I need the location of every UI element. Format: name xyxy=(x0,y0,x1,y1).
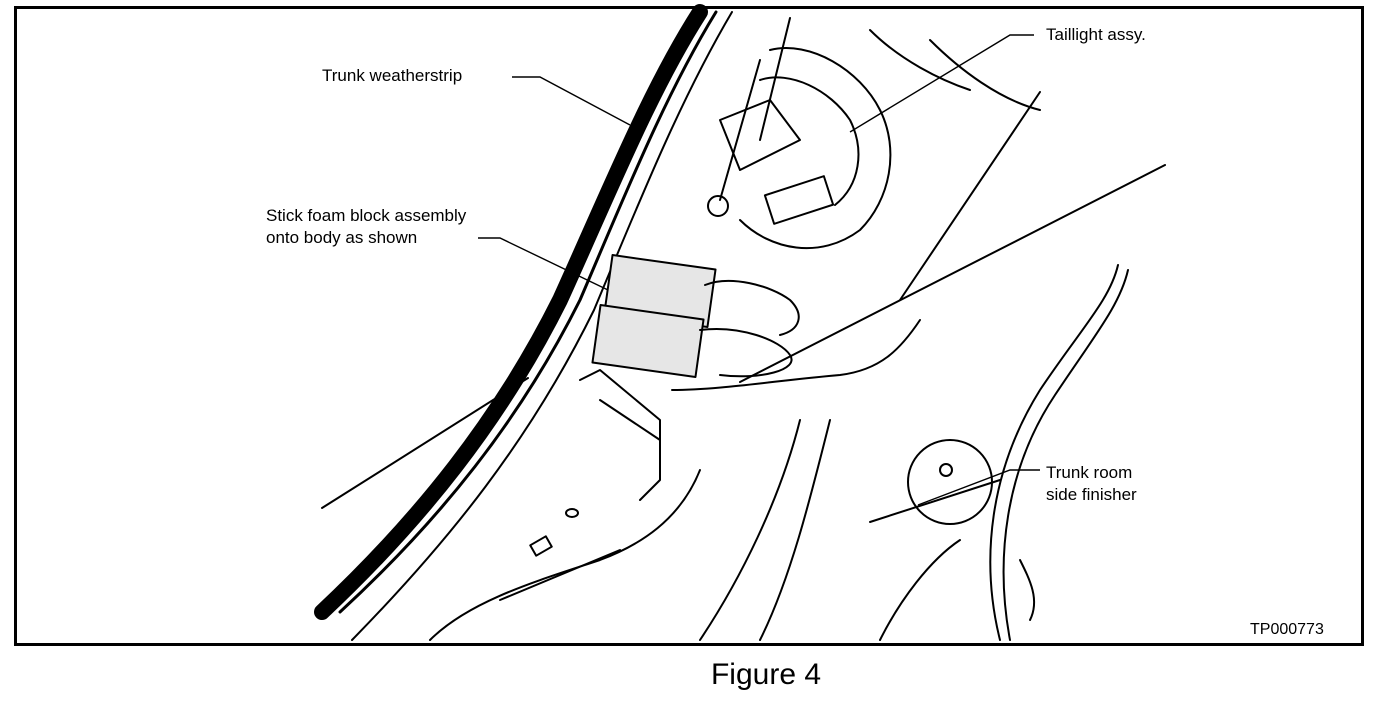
label-trunk-room-line1: Trunk room xyxy=(1046,463,1133,482)
weatherstrip-band xyxy=(314,4,708,620)
weatherstrip-leader xyxy=(512,76,631,126)
label-foam-block-line2: onto body as shown xyxy=(266,228,418,247)
label-foam-block-line1: Stick foam block assembly xyxy=(266,206,467,225)
foam-block-bottom xyxy=(591,304,705,378)
taillight-leader xyxy=(849,34,1034,133)
label-trunk-weatherstrip: Trunk weatherstrip xyxy=(322,66,463,85)
label-taillight-assy: Taillight assy. xyxy=(1046,25,1146,44)
finisher-leader xyxy=(917,469,1040,506)
figure-caption: Figure 4 xyxy=(710,658,822,691)
figure-code: TP000773 xyxy=(1250,621,1324,638)
foam-leader xyxy=(478,237,609,291)
label-trunk-room-line2: side finisher xyxy=(1046,485,1137,504)
